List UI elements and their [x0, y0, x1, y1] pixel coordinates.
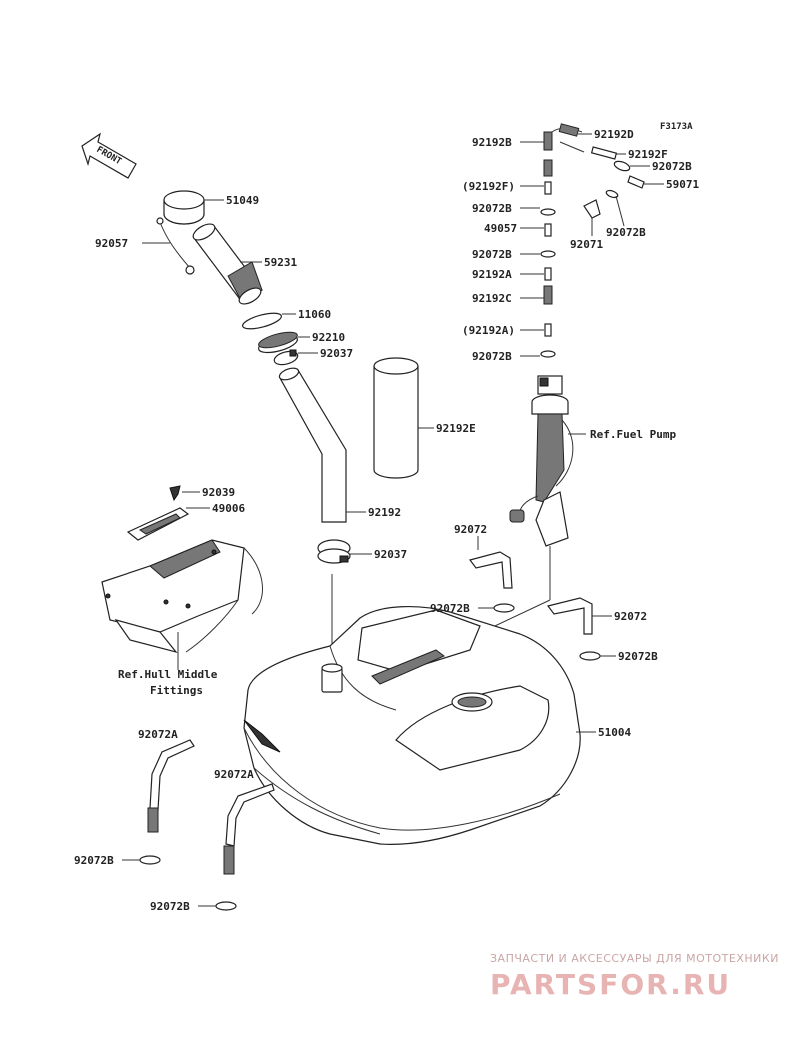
tank-strap-right-part — [546, 597, 593, 635]
cap-strap-part — [156, 217, 195, 275]
label-hull-line2: Fittings — [150, 684, 203, 697]
label-92072A-left: 92072A — [138, 728, 178, 741]
clip-mid-part — [493, 603, 515, 613]
label-92072-1: 92072 — [454, 523, 487, 536]
watermark-brand: PARTSFOR.RU — [490, 968, 731, 1001]
label-92192A: 92192A — [472, 268, 512, 281]
vent-line-part — [551, 123, 645, 219]
label-92072A-mid: 92072A — [214, 768, 254, 781]
label-11060: 11060 — [298, 308, 331, 321]
label-92037-lower: 92037 — [374, 548, 407, 561]
label-92072B-t1: 92072B — [652, 160, 692, 173]
label-92072B-mid: 92072B — [430, 602, 470, 615]
label-51004: 51004 — [598, 726, 631, 739]
label-92039: 92039 — [202, 486, 235, 499]
label-92192E: 92192E — [436, 422, 476, 435]
label-92192D: 92192D — [594, 128, 634, 141]
label-49006: 49006 — [212, 502, 245, 515]
hose-clamp-lower-part — [317, 539, 351, 564]
label-92192A-paren: (92192A) — [462, 324, 515, 337]
filler-hose-part — [278, 367, 347, 523]
clip-left-2-part — [215, 901, 237, 911]
label-59071: 59071 — [666, 178, 699, 191]
label-92192F-paren: (92192F) — [462, 180, 515, 193]
hose-clamp-upper-part — [273, 349, 299, 366]
fuel-pump-part — [509, 375, 574, 547]
o-ring-part — [242, 312, 282, 330]
label-92210: 92210 — [312, 331, 345, 344]
label-92072B-t3: 92072B — [472, 248, 512, 261]
label-92192B-top: 92192B — [472, 136, 512, 149]
fuel-cap-part — [163, 190, 205, 225]
clip-right-part — [579, 651, 601, 661]
label-92192F: 92192F — [628, 148, 668, 161]
fuel-tank-part — [243, 606, 581, 845]
tank-strap-top-part — [468, 551, 513, 589]
label-92037-upper: 92037 — [320, 347, 353, 360]
label-92072B-right: 92072B — [618, 650, 658, 663]
label-fuel-pump: Ref.Fuel Pump — [590, 428, 676, 441]
label-92072B-t5: 92072B — [472, 350, 512, 363]
label-92072B-t2: 92072B — [472, 202, 512, 215]
label-92071: 92071 — [570, 238, 603, 251]
screw-part — [169, 485, 181, 502]
label-hull-line1: Ref.Hull Middle — [118, 668, 218, 681]
hull-fittings-part — [101, 507, 263, 654]
label-92192: 92192 — [368, 506, 401, 519]
label-92072B-left1: 92072B — [74, 854, 114, 867]
hose-sleeve-part — [373, 357, 419, 479]
filler-neck-part — [192, 223, 263, 305]
fuel-line-stack-part — [540, 131, 556, 358]
figure-code: F3173A — [660, 122, 693, 132]
label-92072-2: 92072 — [614, 610, 647, 623]
front-arrow-icon: FRONT — [81, 132, 137, 179]
label-51049: 51049 — [226, 194, 259, 207]
tank-strap-mid-part — [223, 783, 275, 875]
label-92192C: 92192C — [472, 292, 512, 305]
tank-strap-left-part — [147, 739, 195, 833]
clip-left-1-part — [139, 855, 161, 865]
label-59231: 59231 — [264, 256, 297, 269]
label-49057: 49057 — [484, 222, 517, 235]
watermark-tagline: ЗАПЧАСТИ И АКСЕССУАРЫ ДЛЯ МОТОТЕХНИКИ — [490, 952, 779, 965]
label-92072B-t4: 92072B — [606, 226, 646, 239]
label-92072B-left2: 92072B — [150, 900, 190, 913]
label-92057: 92057 — [95, 237, 128, 250]
nut-part — [257, 331, 299, 354]
